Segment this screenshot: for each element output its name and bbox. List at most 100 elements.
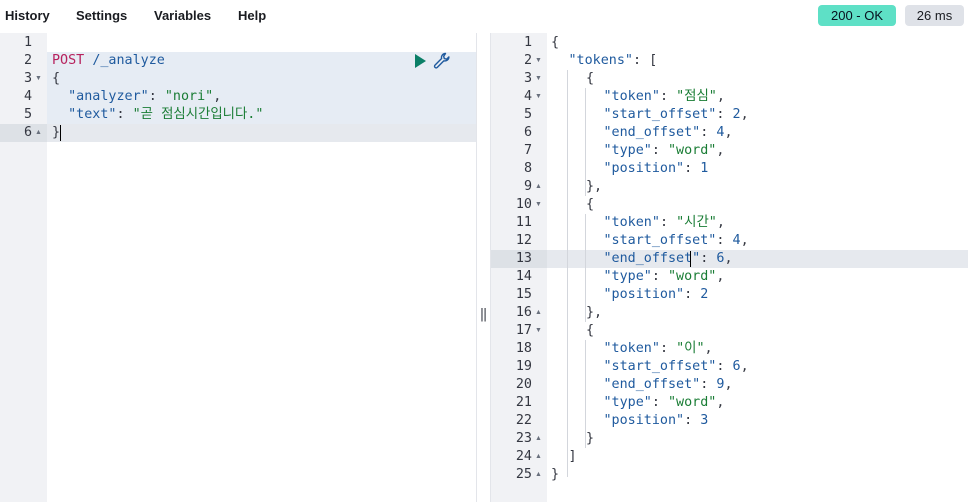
response-line: }: [551, 467, 560, 482]
json-number: 4: [732, 233, 741, 248]
response-line: "start_offset": 2,: [603, 107, 749, 122]
response-line: "type": "word",: [603, 395, 725, 410]
line-number: 20: [515, 377, 532, 392]
response-line: "token": "이",: [603, 341, 713, 356]
line-number: 1: [523, 35, 532, 50]
response-line: "type": "word",: [603, 143, 725, 158]
line-number: 19: [515, 359, 532, 374]
json-key: "token": [603, 215, 660, 230]
json-string: "이": [676, 341, 705, 356]
line-number: 15: [515, 287, 532, 302]
indent-guide: [585, 88, 586, 196]
line-number: 14: [515, 269, 532, 284]
fold-close-icon[interactable]: ▲: [535, 183, 542, 190]
play-icon[interactable]: [415, 54, 426, 68]
fold-close-icon[interactable]: ▲: [535, 435, 542, 442]
request-method: POST: [52, 53, 85, 68]
json-number: 2: [732, 107, 741, 122]
json-key: "position": [603, 161, 685, 176]
response-viewer[interactable]: 1{2▼"tokens": [3▼{4▼"token": "점심",5"star…: [491, 33, 968, 502]
line-number: 18: [515, 341, 532, 356]
json-number: 3: [700, 413, 709, 428]
request-path: /_analyze: [92, 53, 165, 68]
json-number: 6: [716, 251, 725, 266]
response-line: "start_offset": 6,: [603, 359, 749, 374]
json-key: "start_offset": [603, 107, 717, 122]
fold-open-icon[interactable]: ▼: [535, 75, 542, 82]
response-line: {: [551, 35, 560, 50]
line-number: 1: [23, 35, 32, 50]
fold-open-icon[interactable]: ▼: [35, 75, 42, 82]
fold-open-icon[interactable]: ▼: [535, 327, 542, 334]
line-number: 4: [23, 89, 32, 104]
line-number: 2: [523, 53, 532, 68]
response-time-badge: 26 ms: [905, 5, 964, 26]
json-key: "type": [603, 143, 652, 158]
json-key: "start_offset": [603, 233, 717, 248]
json-string: "word": [668, 269, 717, 284]
line-number: 23: [515, 431, 532, 446]
active-line-highlight: [47, 124, 476, 142]
line-number: 17: [515, 323, 532, 338]
json-string: "nori": [164, 89, 214, 104]
fold-close-icon[interactable]: ▲: [535, 453, 542, 460]
line-number: 13: [491, 250, 547, 268]
fold-open-icon[interactable]: ▼: [535, 201, 542, 208]
indent-guide: [585, 340, 586, 448]
fold-close-icon[interactable]: ▲: [535, 471, 542, 478]
json-key: "position": [603, 413, 685, 428]
line-number: 10: [515, 197, 532, 212]
line-number: 12: [515, 233, 532, 248]
response-line: "end_offset": 9,: [603, 377, 733, 392]
fold-open-icon[interactable]: ▼: [535, 57, 542, 64]
line-number: 5: [23, 107, 32, 122]
request-line: "analyzer": "nori",: [68, 89, 222, 104]
fold-close-icon[interactable]: ▲: [35, 129, 42, 136]
response-line: },: [586, 305, 603, 320]
response-line: "position": 1: [603, 161, 709, 176]
resize-handle-icon[interactable]: ‖: [479, 307, 488, 322]
response-line: }: [586, 431, 595, 446]
request-editor[interactable]: 1 2 3 4 5 6 ▼ ▲ POST /_analyze { "analyz…: [0, 33, 476, 502]
json-string: "곧 점심시간입니다.": [132, 107, 264, 122]
line-number: 11: [515, 215, 532, 230]
top-toolbar: History Settings Variables Help 200 - OK…: [0, 0, 968, 33]
status-badge: 200 - OK: [818, 5, 896, 26]
response-line: "end_offset": 6,: [603, 251, 733, 266]
fold-close-icon[interactable]: ▲: [535, 309, 542, 316]
menu-settings[interactable]: Settings: [76, 8, 128, 23]
json-number: 1: [700, 161, 709, 176]
active-line-highlight: [491, 250, 968, 268]
json-key: "tokens": [568, 53, 634, 68]
wrench-icon[interactable]: [432, 51, 452, 71]
json-key: "start_offset": [603, 359, 717, 374]
json-string: "점심": [676, 89, 717, 104]
text-cursor: [690, 251, 691, 267]
json-string: "word": [668, 395, 717, 410]
line-number: 7: [523, 143, 532, 158]
line-number: 3: [523, 71, 532, 86]
line-number: 2: [23, 53, 32, 68]
request-gutter: [0, 33, 47, 502]
response-line: {: [586, 197, 595, 212]
menu-history[interactable]: History: [5, 8, 50, 23]
line-number: 21: [515, 395, 532, 410]
request-line: "text": "곧 점심시간입니다.": [68, 107, 264, 122]
menu-help[interactable]: Help: [238, 8, 267, 23]
json-key: "token": [603, 89, 660, 104]
menu-variables[interactable]: Variables: [154, 8, 212, 23]
request-line: }: [52, 125, 61, 140]
pane-divider[interactable]: ‖: [476, 33, 491, 502]
json-key: "analyzer": [68, 89, 149, 104]
json-number: 4: [716, 125, 725, 140]
json-key: "type": [603, 395, 652, 410]
request-line: POST /_analyze: [52, 52, 165, 70]
response-line: "tokens": [: [568, 53, 658, 68]
line-number: 25: [515, 467, 532, 482]
response-line: "token": "점심",: [603, 89, 725, 104]
json-key: "text": [68, 107, 117, 122]
fold-open-icon[interactable]: ▼: [535, 93, 542, 100]
line-number: 5: [523, 107, 532, 122]
line-number: 6: [523, 125, 532, 140]
line-number: 3: [23, 71, 32, 86]
